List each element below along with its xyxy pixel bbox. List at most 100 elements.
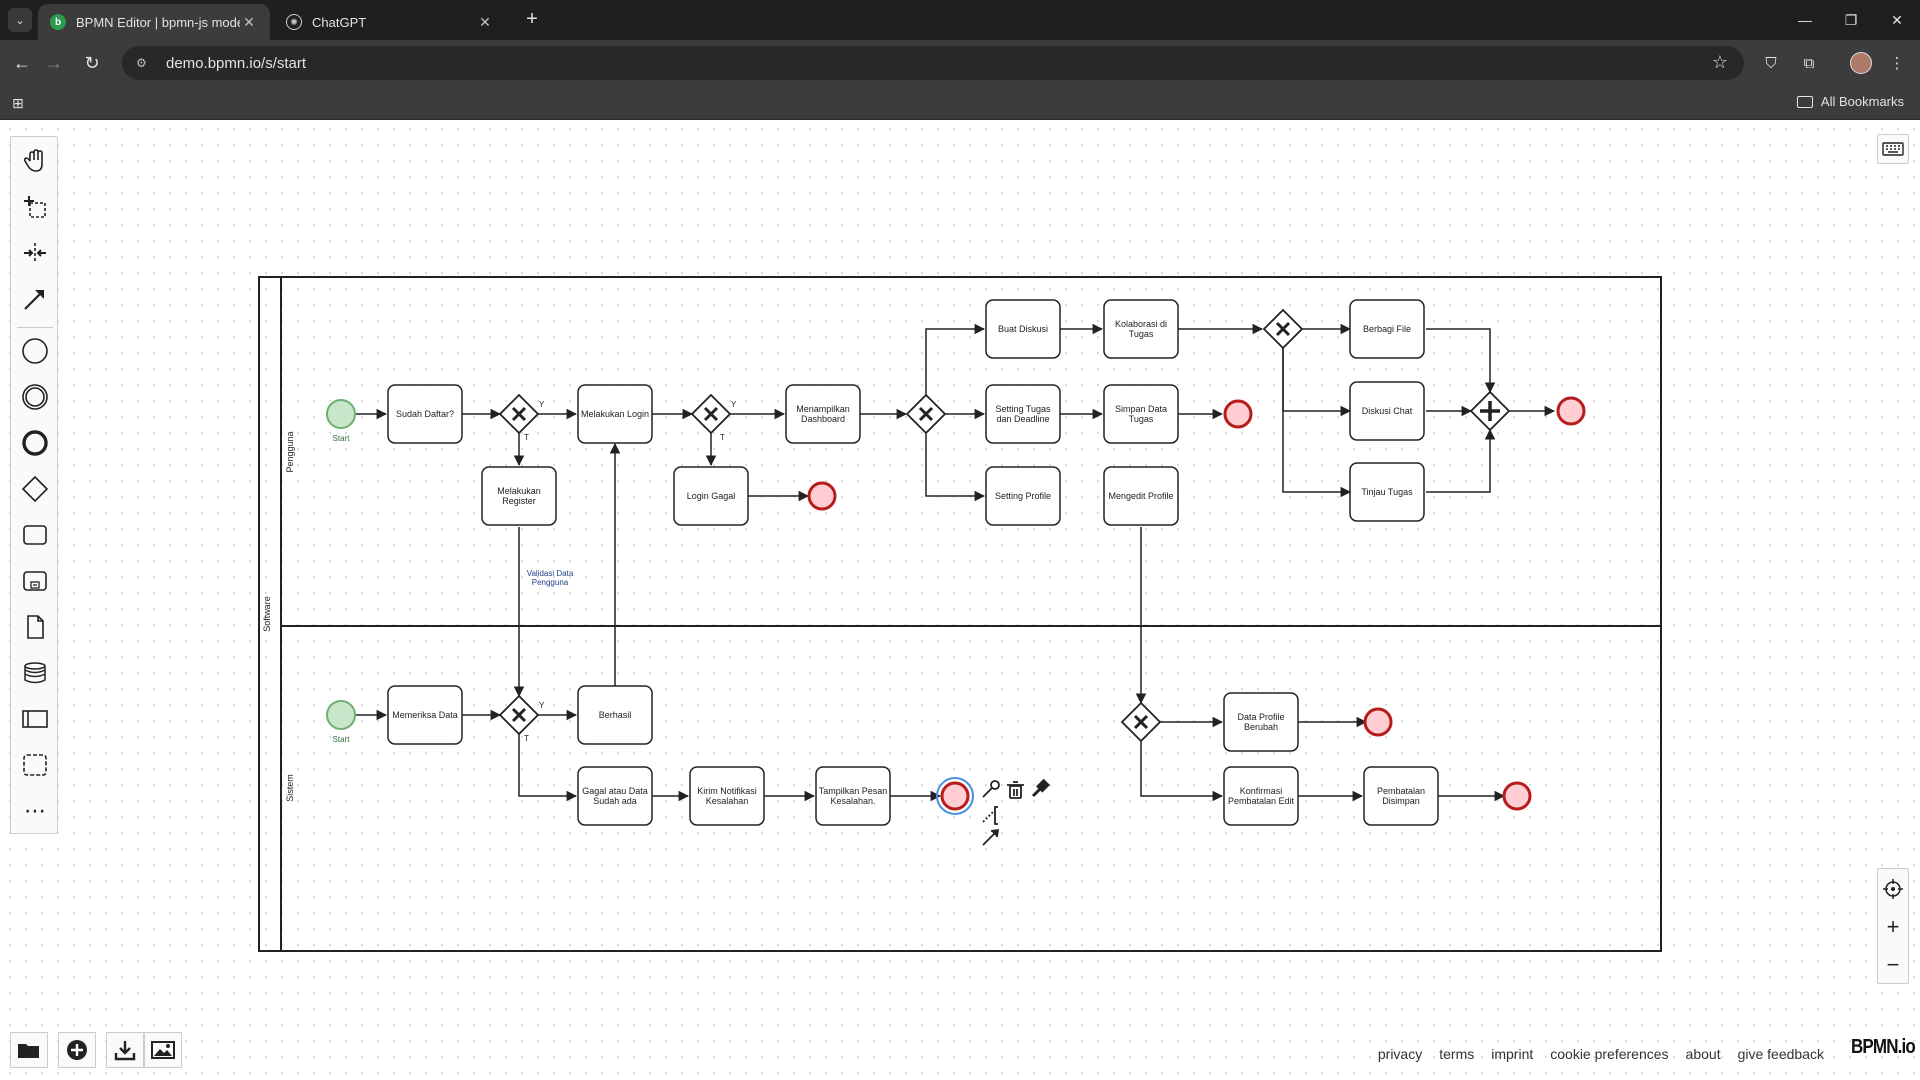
end-event[interactable] xyxy=(1502,781,1532,811)
browser-menu-icon[interactable]: ⋮ xyxy=(1889,55,1905,72)
task-mengedit-profile[interactable]: Mengedit Profile xyxy=(1103,466,1179,526)
task-setting-profile[interactable]: Setting Profile xyxy=(985,466,1061,526)
task-setting-tugas[interactable]: Setting Tugas dan Deadline xyxy=(985,384,1061,444)
extensions-puzzle-icon[interactable]: ⧉ xyxy=(1803,54,1815,72)
hand-tool-icon[interactable] xyxy=(21,147,49,175)
task-menampilkan-dashboard[interactable]: Menampilkan Dashboard xyxy=(785,384,861,444)
task-pembatalan[interactable]: Pembatalan Disimpan xyxy=(1363,766,1439,826)
footer-link-cookie-preferences[interactable]: cookie preferences xyxy=(1550,1046,1669,1062)
task-berbagi-file[interactable]: Berbagi File xyxy=(1349,299,1425,359)
task-berhasil[interactable]: Berhasil xyxy=(577,685,653,745)
lasso-tool-icon[interactable] xyxy=(21,193,49,221)
flow-label-validasi: Validasi Data Pengguna xyxy=(527,569,574,587)
start-event[interactable]: Start xyxy=(326,399,356,443)
footer-link-give-feedback[interactable]: give feedback xyxy=(1737,1046,1824,1062)
task-login-gagal[interactable]: Login Gagal xyxy=(673,466,749,526)
task-tool-icon[interactable] xyxy=(21,521,49,549)
reload-icon[interactable]: ↻ xyxy=(84,52,100,73)
exclusive-gateway[interactable] xyxy=(1120,701,1162,743)
zoom-in-button[interactable]: + xyxy=(1886,914,1900,939)
footer-link-about[interactable]: about xyxy=(1685,1046,1721,1062)
exclusive-gateway[interactable] xyxy=(690,393,732,435)
exclusive-gateway[interactable] xyxy=(1262,308,1304,350)
task-memeriksa-data[interactable]: Memeriksa Data xyxy=(387,685,463,745)
gateway-tool-icon[interactable] xyxy=(21,475,49,503)
gateways xyxy=(498,308,1511,743)
footer-link-imprint[interactable]: imprint xyxy=(1491,1046,1534,1062)
site-info-icon[interactable]: ⚙ xyxy=(136,56,147,70)
group-tool-icon[interactable] xyxy=(21,751,49,779)
task-gagal[interactable]: Gagal atau Data Sudah ada xyxy=(577,766,653,826)
wrench-icon[interactable] xyxy=(982,780,1000,798)
tab-search-button[interactable]: ⌄ xyxy=(8,8,32,32)
pool-software[interactable]: Software Pengguna Sistem xyxy=(258,276,1662,952)
end-event[interactable] xyxy=(1556,396,1586,426)
more-tools-icon[interactable]: ⋯ xyxy=(24,798,46,823)
task-kirim-notifikasi[interactable]: Kirim Notifikasi Kesalahan xyxy=(689,766,765,826)
subprocess-tool-icon[interactable] xyxy=(21,567,49,595)
new-diagram-button[interactable] xyxy=(58,1032,96,1068)
forward-arrow-icon[interactable]: → xyxy=(45,52,63,73)
end-event[interactable] xyxy=(807,481,837,511)
start-event[interactable]: Start xyxy=(326,700,356,744)
task-melakukan-register[interactable]: Melakukan Register xyxy=(481,466,557,526)
arrow-connect-icon[interactable] xyxy=(982,828,1000,846)
address-bar[interactable]: ⚙ demo.bpmn.io/s/start ☆ xyxy=(122,46,1744,80)
task-kolaborasi[interactable]: Kolaborasi di Tugas xyxy=(1103,299,1179,359)
task-sudah-daftar[interactable]: Sudah Daftar? xyxy=(387,384,463,444)
task-data-profile[interactable]: Data Profile Berubah xyxy=(1223,692,1299,752)
task-tinjau-tugas[interactable]: Tinjau Tugas xyxy=(1349,462,1425,522)
minimize-icon[interactable]: — xyxy=(1798,12,1812,28)
exclusive-gateway[interactable] xyxy=(498,694,540,736)
bpmn-io-logo[interactable]: BPMN.io xyxy=(1851,1036,1916,1058)
export-image-button[interactable] xyxy=(144,1032,182,1068)
download-button[interactable] xyxy=(106,1032,144,1068)
connect-icon[interactable] xyxy=(982,806,998,825)
task-buat-diskusi[interactable]: Buat Diskusi xyxy=(985,299,1061,359)
space-tool-icon[interactable] xyxy=(21,239,49,267)
keyboard-shortcuts-button[interactable] xyxy=(1877,134,1909,164)
zoom-out-button[interactable]: − xyxy=(1886,952,1900,977)
open-file-button[interactable] xyxy=(10,1032,48,1068)
end-event-tool-icon[interactable] xyxy=(21,429,49,457)
data-object-tool-icon[interactable] xyxy=(21,613,49,641)
new-tab-button[interactable]: + xyxy=(526,8,538,30)
parallel-gateway[interactable] xyxy=(1469,390,1511,432)
tab-title: BPMN Editor | bpmn-js modeler xyxy=(76,14,240,30)
tab-close-icon[interactable]: ✕ xyxy=(243,13,255,30)
extension-badge-icon[interactable]: ⛉ xyxy=(1765,54,1777,72)
sequence-flows xyxy=(356,323,1556,802)
bpmn-canvas[interactable] xyxy=(2,121,1918,1078)
start-event-tool-icon[interactable] xyxy=(21,337,49,365)
tab-close-icon[interactable]: ✕ xyxy=(479,13,491,30)
all-bookmarks-button[interactable]: All Bookmarks xyxy=(1796,94,1904,109)
exclusive-gateway[interactable] xyxy=(498,393,540,435)
data-store-tool-icon[interactable] xyxy=(21,659,49,687)
tab-bpmn-editor[interactable]: b BPMN Editor | bpmn-js modeler ✕ xyxy=(38,4,270,40)
global-connect-icon[interactable] xyxy=(21,285,49,313)
paintbrush-icon[interactable] xyxy=(1031,778,1050,798)
reset-view-button[interactable] xyxy=(1878,871,1908,907)
footer-link-privacy[interactable]: privacy xyxy=(1377,1046,1423,1062)
profile-avatar[interactable] xyxy=(1850,52,1872,74)
task-melakukan-login[interactable]: Melakukan Login xyxy=(577,384,653,444)
task-tampilkan-pesan[interactable]: Tampilkan Pesan Kesalahan. xyxy=(815,766,891,826)
task-konfirmasi[interactable]: Konfirmasi Pembatalan Edit xyxy=(1223,766,1299,826)
tab-chatgpt[interactable]: ✺ ChatGPT ✕ xyxy=(274,4,506,40)
apps-grid-icon[interactable]: ⊞ xyxy=(12,95,24,111)
lane-label-pengguna: Pengguna xyxy=(285,431,295,472)
end-event-selected[interactable] xyxy=(940,781,970,811)
exclusive-gateway[interactable] xyxy=(905,393,947,435)
pool-tool-icon[interactable] xyxy=(21,705,49,733)
intermediate-event-tool-icon[interactable] xyxy=(21,383,49,411)
bookmark-star-icon[interactable]: ☆ xyxy=(1711,52,1728,72)
task-simpan-data[interactable]: Simpan Data Tugas xyxy=(1103,384,1179,444)
end-event[interactable] xyxy=(1363,707,1393,737)
trash-icon[interactable] xyxy=(1007,781,1024,799)
back-arrow-icon[interactable]: ← xyxy=(13,52,31,73)
window-close-icon[interactable]: ✕ xyxy=(1891,11,1903,28)
end-event[interactable] xyxy=(1223,399,1253,429)
footer-link-terms[interactable]: terms xyxy=(1439,1046,1475,1062)
task-diskusi-chat[interactable]: Diskusi Chat xyxy=(1349,381,1425,441)
restore-icon[interactable]: ❐ xyxy=(1844,11,1858,28)
